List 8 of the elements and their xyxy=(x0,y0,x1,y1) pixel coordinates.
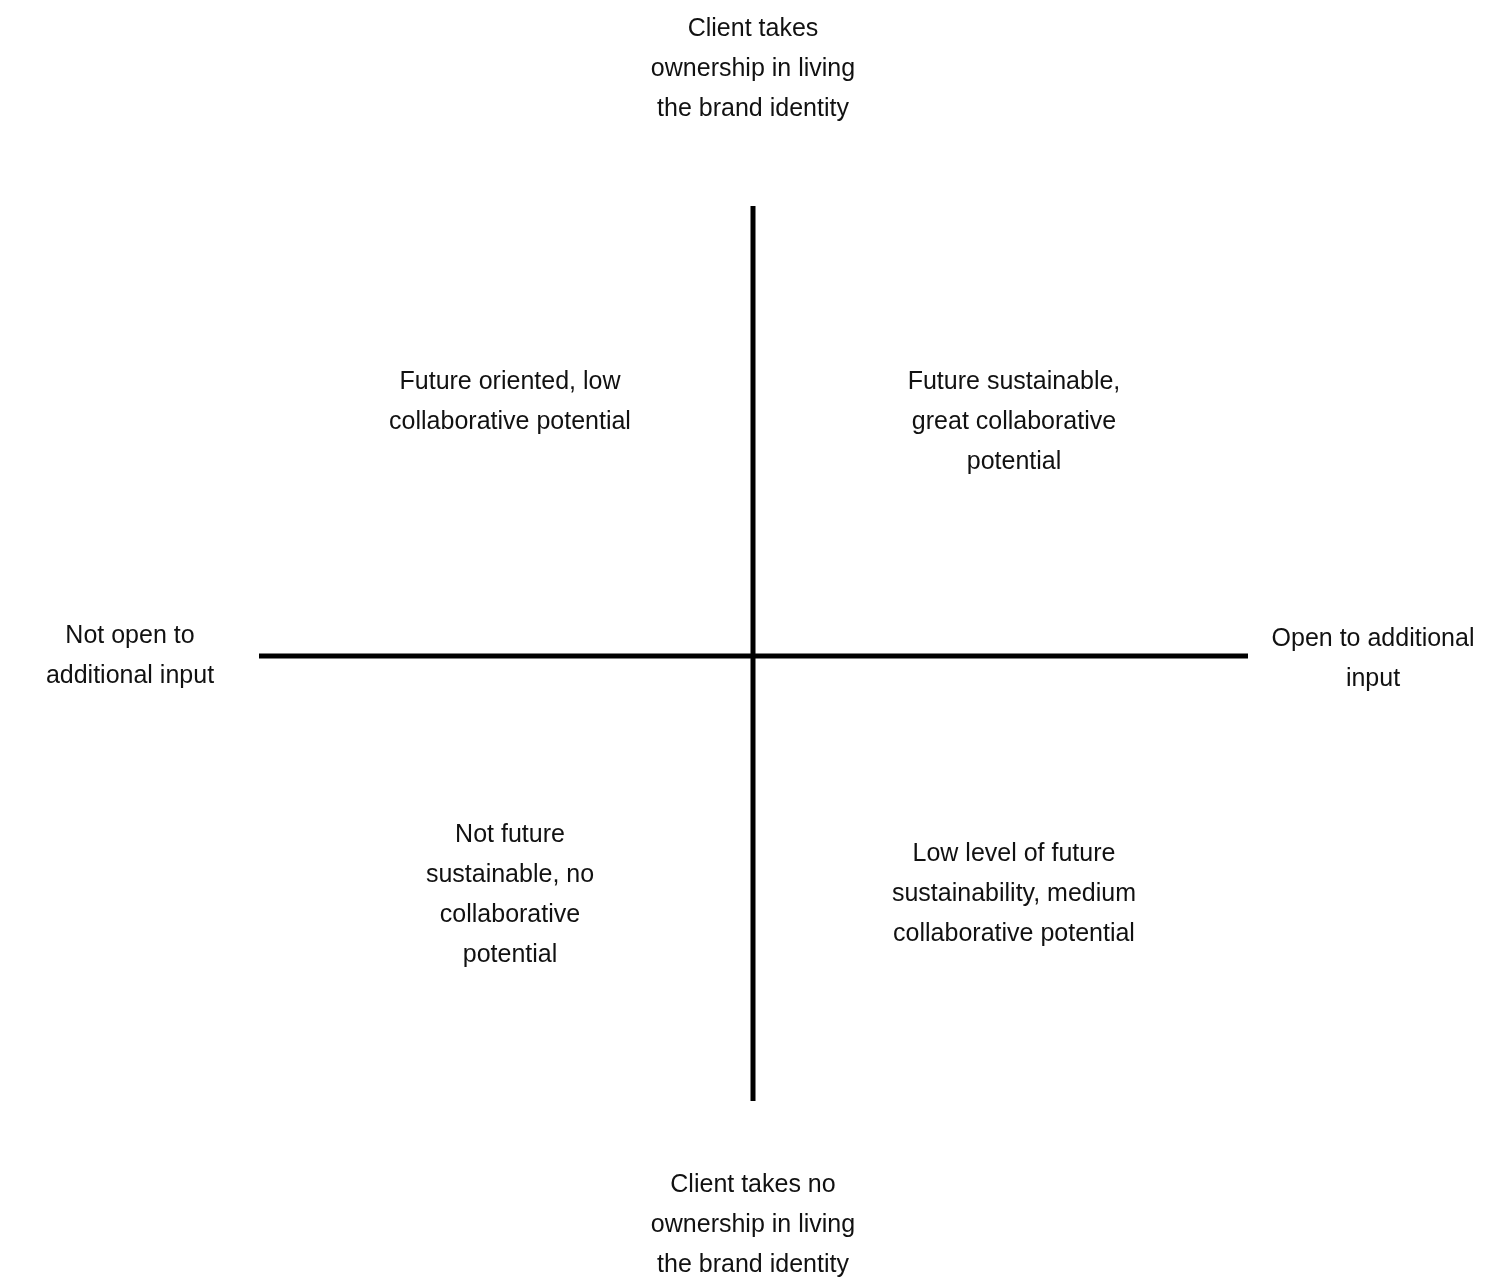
axis-label: Open to additional input xyxy=(1270,622,1476,693)
axis-label: Client takes no ownership in living the brand identity xyxy=(649,1168,857,1279)
axis-label: Not open to additional input xyxy=(44,619,216,690)
quadrant-label: Not future sustainable, no collaborative potential xyxy=(424,818,596,969)
quadrant-label: Future oriented, low collaborative potential xyxy=(388,365,632,436)
quadrant-label: Low level of future sustainability, medium collaborative potential xyxy=(890,837,1138,948)
quadrant-label: Future sustainable, great collaborative potential xyxy=(906,365,1122,476)
axis-label: Client takes ownership in living the brand identity xyxy=(649,12,857,123)
